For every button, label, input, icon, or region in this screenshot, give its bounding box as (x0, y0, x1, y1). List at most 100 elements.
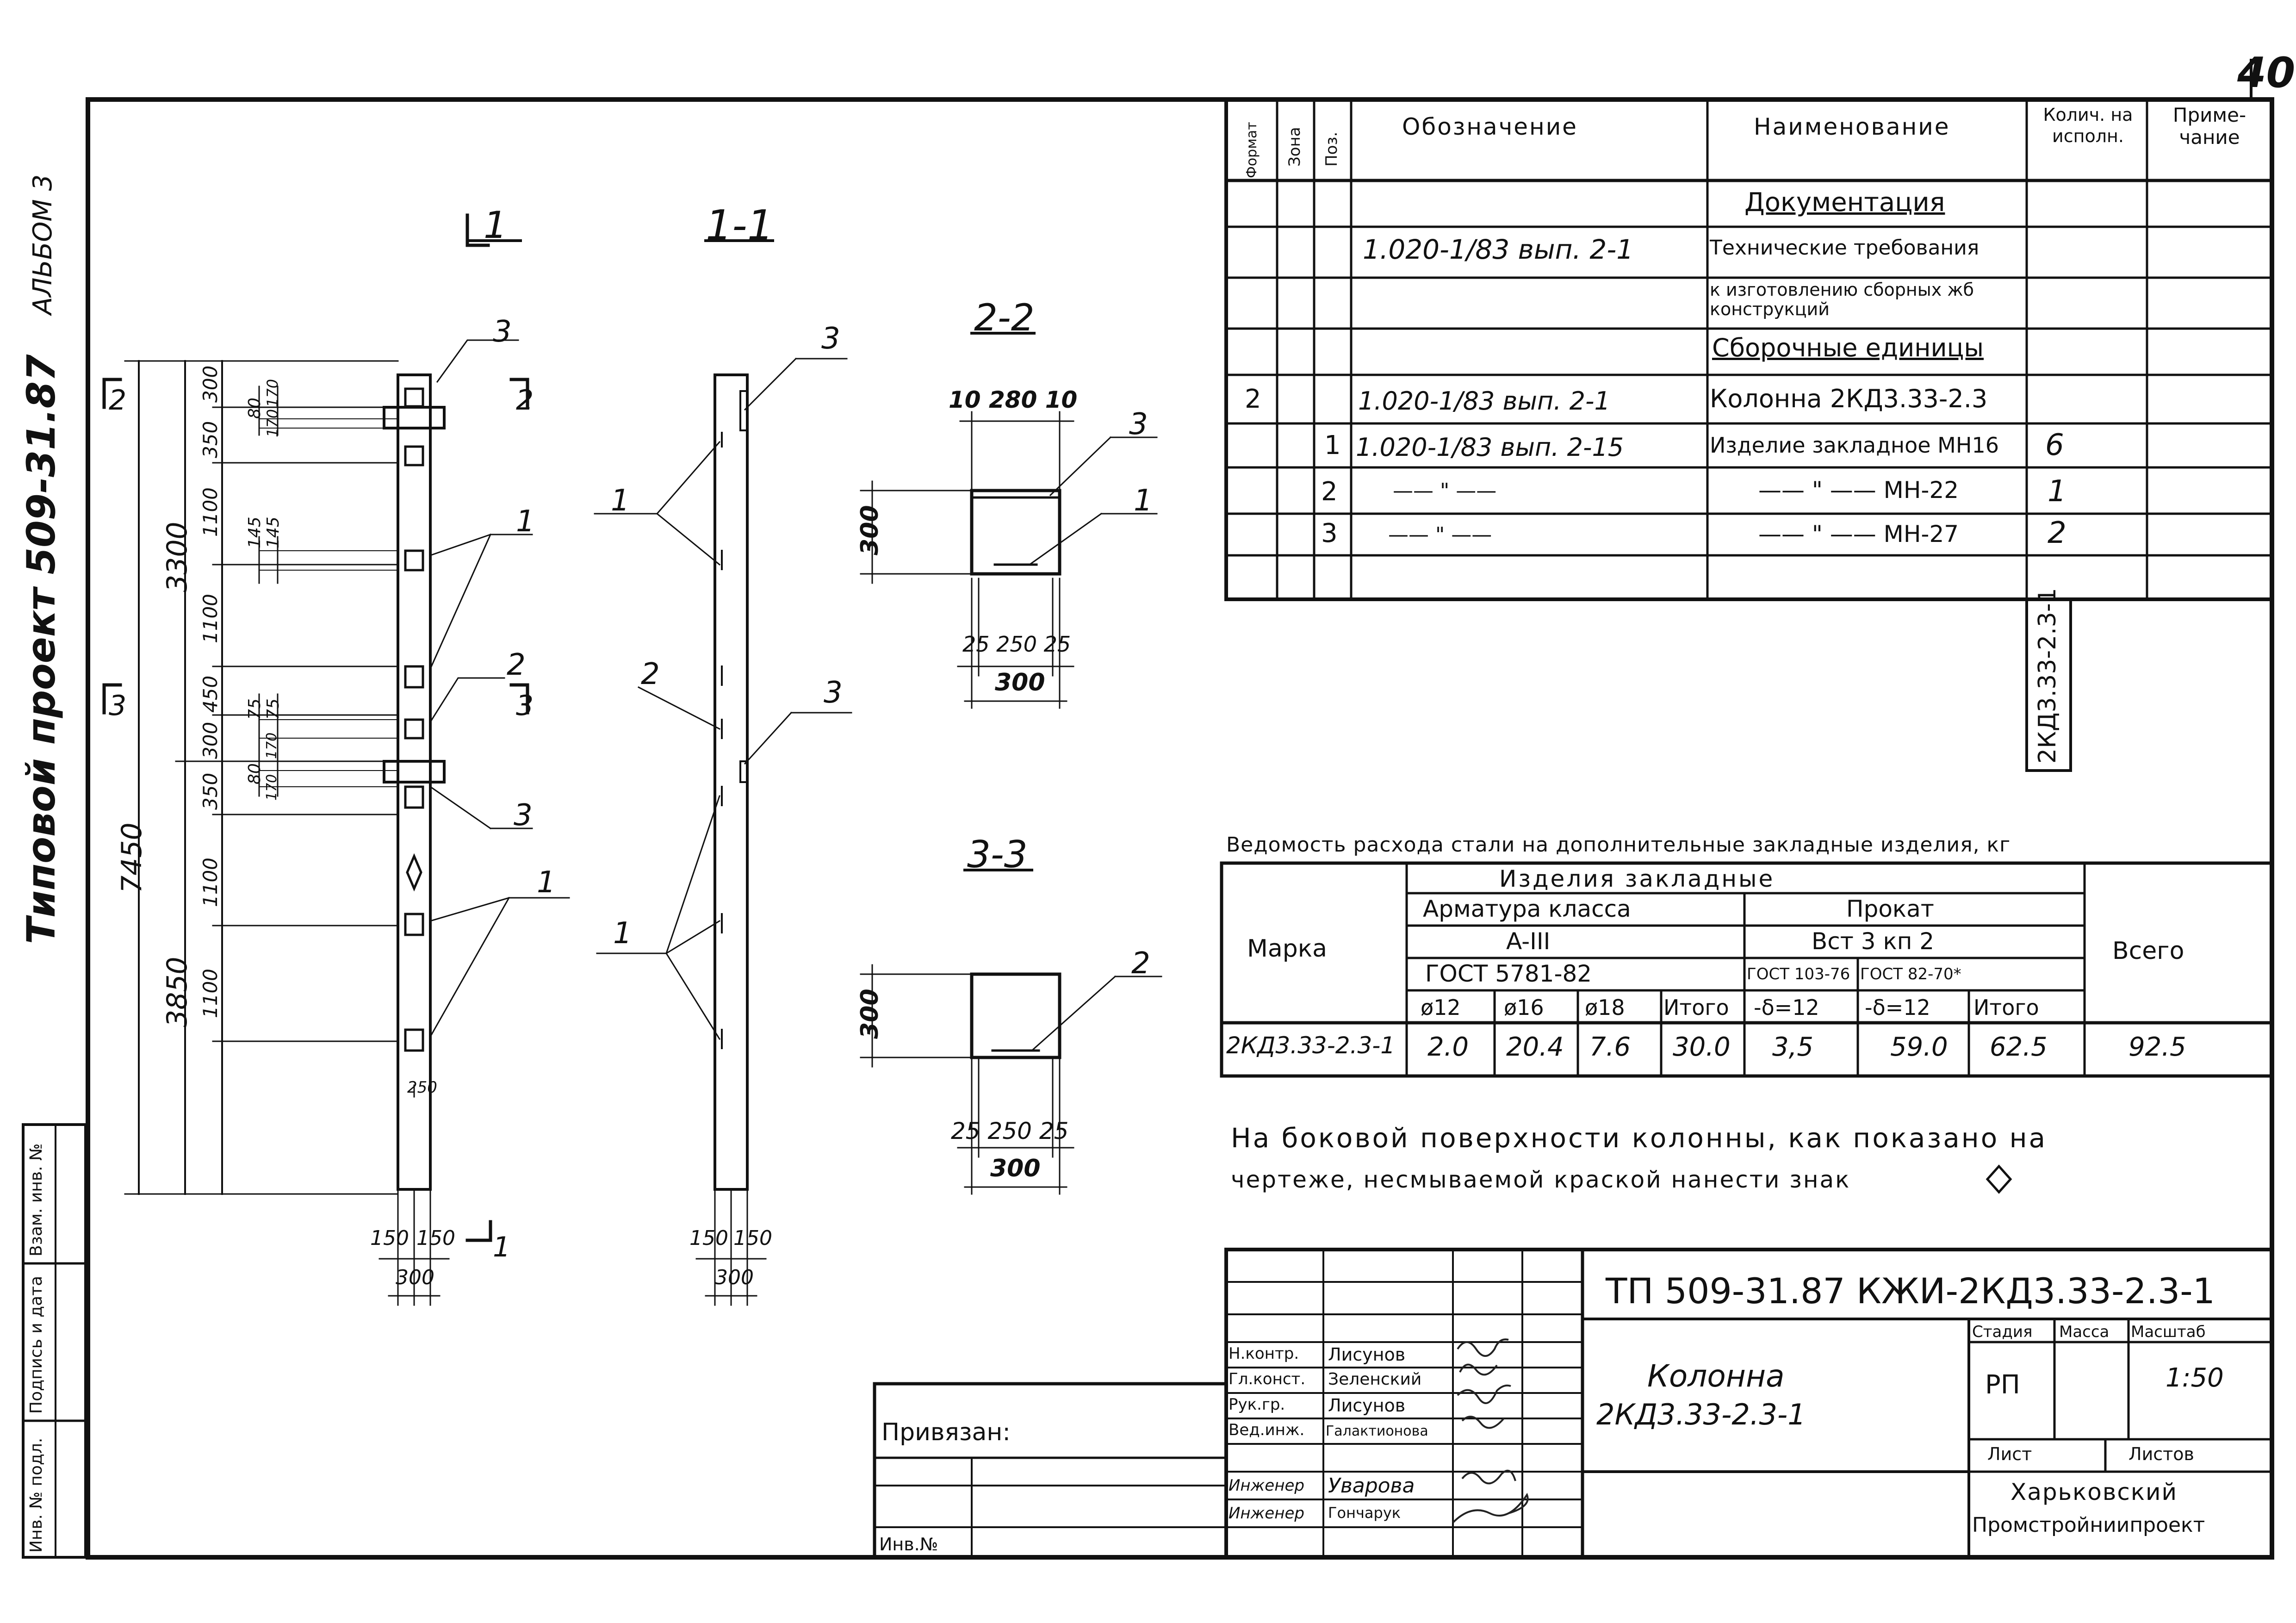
steel-val-d18: 7.6 (1589, 1032, 1631, 1062)
steel-col-plate2: -δ=12 (1865, 995, 1930, 1020)
callout-2-11: 2 (641, 657, 660, 691)
steel-col-total1: Итого (1663, 995, 1729, 1020)
spec-row-pos: 2 (1321, 477, 1338, 507)
steel-h-items: Изделия закладные (1499, 865, 1775, 892)
dim-450: 450 (199, 675, 222, 713)
callout-2-a: 2 (507, 648, 526, 682)
role-rukgr: Рук.гр. (1229, 1395, 1285, 1414)
steel-h-rebar: Арматура класса (1423, 895, 1631, 922)
dim-300-top: 300 (199, 365, 222, 403)
dim-1100-c: 1100 (199, 858, 222, 907)
steel-h-rebar-class: A-III (1506, 928, 1551, 955)
dim-80-b: 80 (245, 763, 264, 784)
steel-h-total: Всего (2112, 937, 2184, 965)
spec-row-name: —— " —— МН-22 (1758, 477, 1959, 504)
dim-350-b: 350 (199, 772, 222, 810)
callout-2-33: 2 (1131, 946, 1150, 981)
inv-label: Инв.№ (879, 1534, 938, 1555)
spec-vertical-mark: 2КД3.33-2.3-1 (2034, 588, 2061, 764)
note-line-2: чертеже, несмываемой краской нанести зна… (1231, 1166, 1851, 1193)
callout-3-11-b: 3 (824, 676, 843, 710)
dim-145-b: 145 (264, 516, 283, 548)
steel-col-plate1: -δ=12 (1754, 995, 1819, 1020)
steel-col-d18: ø18 (1585, 995, 1625, 1020)
spec-row-designation: 1.020-1/83 вып. 2-15 (1356, 433, 1624, 462)
spec-row-qty: 6 (2045, 428, 2064, 462)
steel-val-plate2: 59.0 (1890, 1032, 1948, 1062)
section-3-3-title: 3-3 (967, 833, 1028, 876)
dim-80-a: 80 (245, 398, 264, 419)
section-3-marker-left: 3 (109, 690, 127, 722)
section-1-1-title: 1-1 (706, 201, 774, 250)
stamp-sign-date: Подпись и дата (27, 1275, 46, 1414)
spec-row-name: Сборочные единицы (1712, 333, 1984, 362)
spec-row-designation: —— " —— (1393, 479, 1497, 503)
spec-h-format: Формат (1244, 122, 1260, 178)
org-line-2: Промстройниипроект (1972, 1513, 2205, 1537)
note-line-1: На боковой поверхности колонны, как пока… (1231, 1122, 2048, 1154)
sec22-dim-bottom: 25 250 25 (962, 632, 1071, 657)
callout-3-22: 3 (1129, 407, 1148, 442)
dim-150-d: 150 (733, 1226, 772, 1250)
steel-col-d16: ø16 (1504, 995, 1544, 1020)
drawing-code: ТП 509-31.87 КЖИ-2КД3.33-2.3-1 (1606, 1270, 2215, 1312)
spec-h-qty: Колич. на исполн. (2043, 105, 2133, 146)
section-3-marker-right: 3 (516, 690, 534, 722)
role-vedinzh: Вед.инж. (1229, 1421, 1305, 1439)
dim-150-b: 150 (416, 1226, 455, 1250)
spec-row-name: к изготовлению сборных жб конструкций (1710, 280, 1974, 319)
spec-row-designation: 1.020-1/83 вып. 2-1 (1358, 386, 1610, 416)
album-label: АЛЬБОМ 3 (28, 174, 58, 315)
role-glkonst: Гл.конст. (1229, 1370, 1306, 1388)
callout-1-11-b: 1 (613, 916, 632, 951)
callout-1-a: 1 (516, 504, 535, 539)
steel-h-rolled-gost1: ГОСТ 103-76 (1747, 965, 1850, 983)
stamp-replace-inv: Взам. инв. № (27, 1143, 46, 1256)
dim-300-bottom-11: 300 (715, 1266, 754, 1289)
steel-val-total2: 62.5 (1990, 1032, 2048, 1062)
dim-3300: 3300 (161, 522, 193, 592)
dim-75-b: 75 (264, 698, 283, 720)
spec-row-pos: 1 (1324, 430, 1341, 460)
dim-170-c: 170 (264, 732, 280, 759)
spec-row-name: Документация (1744, 187, 1945, 218)
steel-val-d12: 2.0 (1427, 1032, 1469, 1062)
scale-value: 1:50 (2166, 1363, 2224, 1393)
callout-1-22: 1 (1134, 484, 1153, 518)
dim-300-bottom: 300 (396, 1266, 434, 1289)
spec-h-pos: Поз. (1322, 131, 1341, 167)
dim-1100-b: 1100 (199, 594, 222, 643)
steel-h-rebar-gost: ГОСТ 5781-82 (1425, 960, 1592, 987)
dim-300-b: 300 (199, 721, 222, 759)
stage-value: РП (1985, 1370, 2020, 1400)
dim-170-a: 170 (264, 379, 281, 407)
spec-row-name: Технические требования (1710, 236, 1980, 260)
callout-3-b: 3 (514, 798, 533, 833)
steel-val-d16: 20.4 (1506, 1032, 1564, 1062)
name-5: Уварова (1328, 1474, 1415, 1498)
spec-row-name: Изделие закладное МН16 (1710, 433, 1999, 458)
steel-col-d12: ø12 (1421, 995, 1461, 1020)
spec-row-designation: —— " —— (1388, 523, 1492, 547)
callout-1-b: 1 (537, 865, 556, 900)
role-nkontr: Н.контр. (1229, 1344, 1299, 1363)
steel-h-rolled-grade: Вст 3 кп 2 (1812, 928, 1935, 955)
dim-1100-a: 1100 (199, 487, 222, 537)
object-name-2: 2КД3.33-2.3-1 (1596, 1398, 1806, 1431)
dim-170-b: 170 (264, 409, 281, 437)
section-1-marker: 1 (484, 204, 507, 247)
spec-row-name: Колонна 2КД3.33-2.3 (1710, 384, 1988, 413)
stage-header: Стадия (1972, 1323, 2033, 1341)
object-name-1: Колонна (1647, 1358, 1785, 1394)
name-2: Зеленский (1328, 1370, 1422, 1389)
name-3: Лисунов (1328, 1395, 1406, 1416)
dim-150-c: 150 (689, 1226, 728, 1250)
role-engineer-2: Инженер (1229, 1504, 1304, 1523)
name-4: Галактионова (1326, 1423, 1428, 1439)
dim-145-a: 145 (245, 516, 264, 548)
dim-1100-d: 1100 (199, 969, 222, 1018)
sec22-dim-side: 300 (856, 505, 884, 555)
section-2-2-title: 2-2 (974, 296, 1035, 339)
section-2-marker-right: 2 (516, 384, 534, 417)
steel-val-total1: 30.0 (1673, 1032, 1731, 1062)
